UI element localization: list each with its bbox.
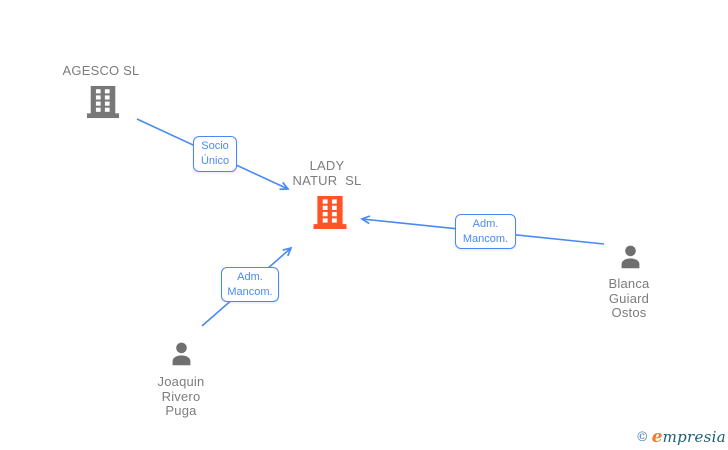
person-icon — [172, 342, 191, 366]
edge-label-line: Socio — [201, 140, 229, 152]
node-label-line: LADY — [309, 158, 345, 173]
edge-label-socio-unico: Socio Único — [193, 136, 237, 172]
empresia-logo-initial: e — [651, 427, 663, 447]
edge-label-line: Adm. — [237, 270, 263, 283]
node-label-line: Rivero — [161, 388, 201, 404]
node-agesco-sl[interactable] — [86, 85, 120, 119]
company-building-icon-highlighted — [313, 196, 347, 229]
edge-label-line: Mancom. — [462, 232, 509, 245]
edge-label-adm-mancom-joaquin: Adm. Mancom. — [221, 267, 279, 302]
node-label-line: Blanca — [608, 276, 650, 291]
node-label-line: Joaquin — [157, 374, 205, 389]
edge-label-adm-mancom-blanca: Adm. Mancom. — [455, 214, 516, 249]
node-joaquin-rivero-puga[interactable] — [168, 340, 195, 368]
empresia-watermark: ©empresia — [636, 427, 726, 447]
node-label-line: Ostos — [611, 305, 647, 321]
copyright-icon: © — [635, 430, 649, 445]
edge-label-line: Adm. — [472, 217, 499, 230]
node-label-line: Puga — [165, 403, 197, 419]
edge-label-line: Mancom. — [227, 285, 273, 298]
node-label-agesco-sl[interactable]: AGESCO SL — [62, 63, 140, 78]
person-icon — [621, 245, 640, 269]
node-label-blanca-guiard-ostos[interactable]: Blanca Guiard Ostos — [579, 276, 679, 321]
node-label-line: Guiard — [608, 290, 650, 306]
company-building-icon — [86, 85, 120, 119]
node-label-line: NATUR SL — [292, 173, 362, 188]
node-lady-natur-sl[interactable] — [312, 196, 348, 229]
node-label-lady-natur-sl[interactable]: LADY NATUR SL — [266, 158, 388, 188]
node-blanca-guiard-ostos[interactable] — [617, 243, 644, 271]
empresia-logo-text: mpresia — [662, 428, 726, 446]
node-label-joaquin-rivero-puga[interactable]: Joaquin Rivero Puga — [131, 374, 231, 419]
edge-label-line: Único — [200, 155, 230, 167]
